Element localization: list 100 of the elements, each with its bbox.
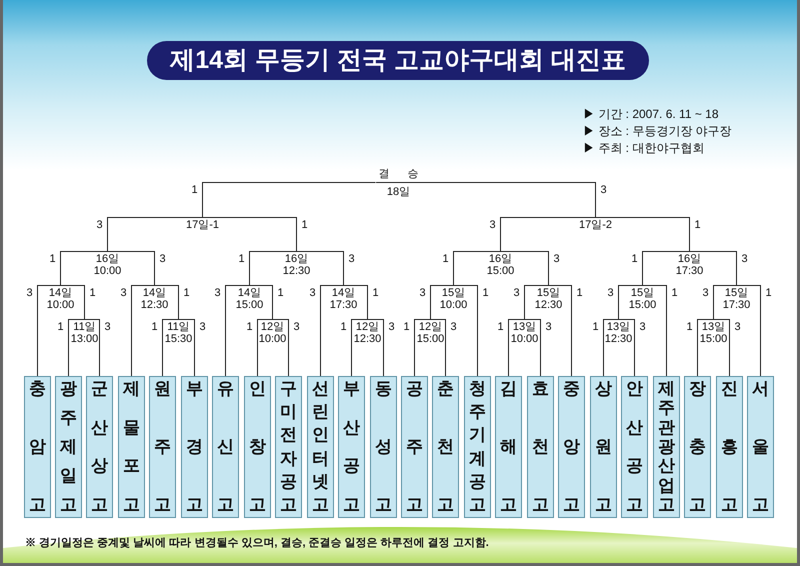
bracket-line — [225, 285, 250, 376]
bracket-line — [68, 319, 85, 376]
bracket-line — [430, 319, 446, 376]
team-box: 상원고 — [590, 376, 617, 518]
edge-label: 1 — [246, 320, 253, 332]
match-time: 15일 12:30 — [534, 287, 562, 311]
team-box: 서울고 — [747, 376, 774, 518]
edge-label: 3 — [348, 252, 355, 264]
edge-label: 3 — [553, 252, 560, 264]
edge-label: 1 — [403, 320, 410, 332]
bracket-line — [524, 285, 549, 320]
team-box: 인창고 — [244, 376, 271, 518]
bracket-line — [618, 285, 643, 320]
bracket-line — [736, 285, 761, 376]
bracket-line — [508, 319, 525, 376]
bracket-line — [351, 319, 368, 376]
edge-label: 1 — [482, 286, 489, 298]
bracket-line — [367, 319, 384, 376]
bracket-line — [421, 182, 596, 218]
bracket-line — [618, 319, 635, 376]
bracket-line — [343, 285, 368, 320]
bracket-line — [697, 319, 714, 376]
bracket-line — [642, 251, 690, 286]
bracket-line — [453, 251, 501, 286]
team-box: 유신고 — [212, 376, 239, 518]
bracket-line — [257, 319, 273, 376]
edge-label: 1 — [694, 218, 701, 230]
match-time: 16일 10:00 — [94, 253, 122, 277]
edge-label: 3 — [199, 320, 206, 332]
edge-label: 1 — [442, 252, 449, 264]
bracket-line — [500, 217, 596, 252]
edge-label: 1 — [372, 286, 379, 298]
bracket-line — [500, 251, 549, 286]
match-time: 14일 10:00 — [46, 287, 74, 311]
title-banner: 제14회 무등기 전국 고교야구대회 대진표 — [147, 41, 649, 80]
bracket-line — [107, 217, 203, 252]
match-time: 13일 10:00 — [510, 321, 538, 345]
edge-label: 1 — [238, 252, 245, 264]
bracket-line — [131, 285, 155, 376]
bracket-line — [642, 285, 667, 376]
edge-label: 1 — [765, 286, 772, 298]
edge-label: 1 — [277, 286, 284, 298]
match-time: 16일 17:30 — [676, 253, 704, 277]
edge-label: 1 — [631, 252, 638, 264]
match-time: 15일 15:00 — [628, 287, 656, 311]
match-time: 13일 12:30 — [604, 321, 632, 345]
bracket-line — [272, 319, 289, 376]
edge-label: 3 — [104, 320, 111, 332]
bracket-line — [37, 285, 61, 376]
team-box: 제주관광산업고 — [653, 376, 680, 518]
edge-label: 3 — [741, 252, 748, 264]
edge-label: 3 — [545, 320, 552, 332]
team-box: 동성고 — [370, 376, 397, 518]
bracket-line — [595, 217, 690, 252]
edge-label: 1 — [89, 286, 96, 298]
team-box: 효천고 — [527, 376, 554, 518]
match-time: 11일 13:00 — [70, 321, 98, 345]
info-text: ▶ 장소 : 무등경기장 야구장 — [583, 124, 732, 138]
bracket-line — [430, 285, 454, 320]
team-box: 충암고 — [24, 376, 51, 518]
edge-label: 1 — [671, 286, 678, 298]
match-time: 13일 15:00 — [700, 321, 728, 345]
edge-label: 3 — [607, 286, 614, 298]
match-time: 14일 17:30 — [330, 287, 358, 311]
bracket-line — [202, 182, 376, 218]
edge-label: 1 — [301, 218, 308, 230]
team-box: 중앙고 — [558, 376, 585, 518]
bracket-line — [603, 319, 619, 376]
match-time: 17일-2 — [578, 219, 612, 231]
team-box: 광주제일고 — [55, 376, 82, 518]
team-box: 선린인터넷고 — [307, 376, 334, 518]
edge-label: 1 — [576, 286, 583, 298]
bracket-line — [60, 251, 108, 286]
edge-label: 3 — [120, 286, 127, 298]
bracket-line — [713, 319, 730, 376]
match-date: 18일 — [386, 186, 410, 198]
bracket-line — [154, 285, 179, 320]
bracket-line — [107, 251, 155, 286]
edge-label: 3 — [159, 252, 166, 264]
edge-label: 3 — [513, 286, 520, 298]
match-time: 11일 15:30 — [164, 321, 192, 345]
edge-label: 3 — [489, 218, 496, 230]
info-text: ▶ 기간 : 2007. 6. 11 ~ 18 — [583, 107, 719, 121]
bracket-line — [713, 285, 737, 320]
edge-label: 3 — [734, 320, 741, 332]
team-box: 군산상고 — [86, 376, 113, 518]
bracket-line — [414, 319, 431, 376]
edge-label: 1 — [49, 252, 56, 264]
team-box: 김해고 — [495, 376, 522, 518]
team-box: 부경고 — [181, 376, 208, 518]
edge-label: 1 — [191, 184, 198, 196]
bracket-line — [249, 251, 297, 286]
edge-label: 3 — [419, 286, 426, 298]
edge-label: 1 — [592, 320, 599, 332]
bracket-line — [162, 319, 179, 376]
team-box: 원주고 — [149, 376, 176, 518]
match-time: 15일 10:00 — [440, 287, 468, 311]
footnote-text: ※ 경기일정은 중계및 날씨에 따라 변경될수 있으며, 결승, 준결승 일정은 하루전에 결정 고지함. — [25, 536, 489, 550]
match-time: 14일 12:30 — [140, 287, 168, 311]
team-box: 구미전자공고 — [275, 376, 302, 518]
